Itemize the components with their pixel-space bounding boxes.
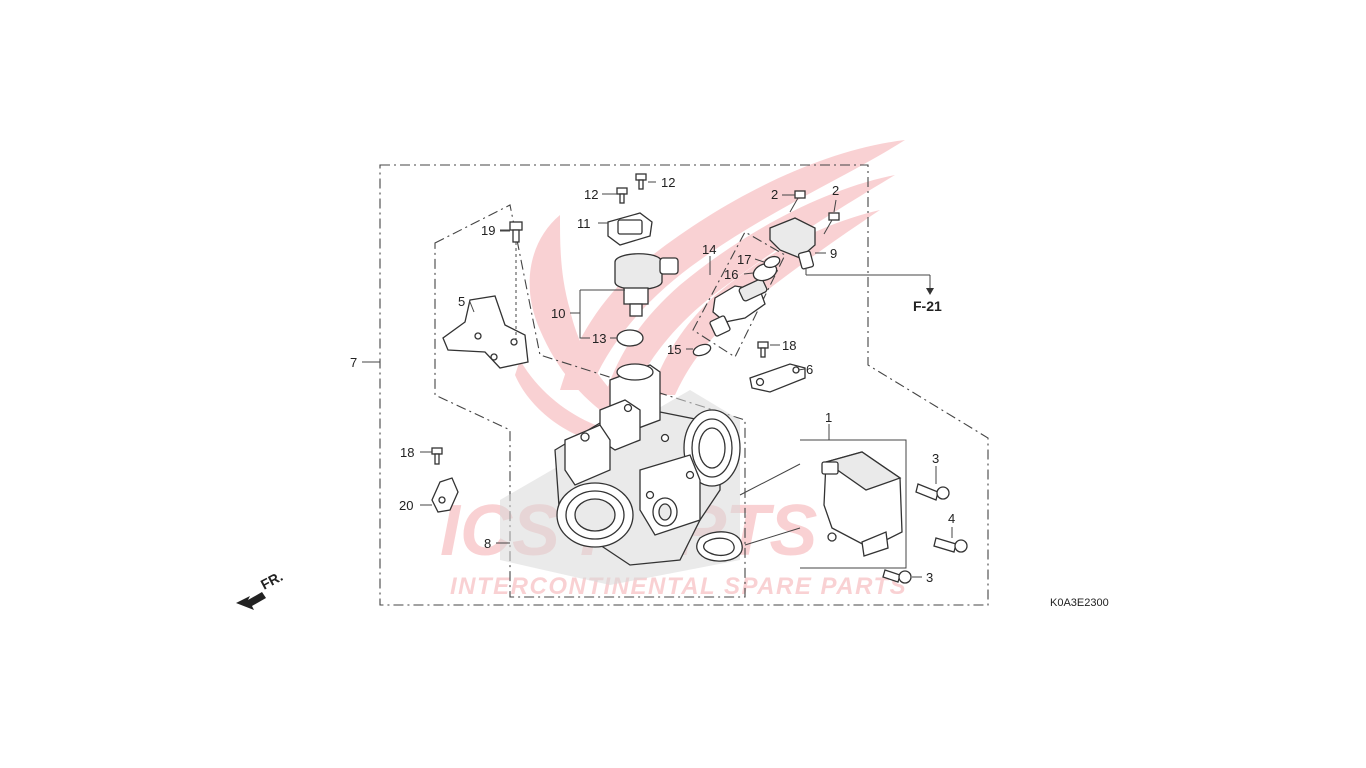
callout-4[interactable]: 4 — [948, 511, 955, 526]
bracket-part-20 — [431, 477, 459, 513]
callout-8[interactable]: 8 — [484, 536, 491, 551]
control-module-part-1 — [821, 451, 903, 557]
watermark-tagline: INTERCONTINENTAL SPARE PARTS — [450, 573, 907, 600]
assembly-outline — [379, 164, 989, 606]
plate-part-6 — [749, 363, 806, 393]
screw-part-18-upper — [757, 341, 769, 358]
callout-3b[interactable]: 3 — [926, 570, 933, 585]
front-direction-arrow: FR. — [236, 568, 285, 610]
callout-12a[interactable]: 12 — [584, 187, 598, 202]
o-ring-part-17 — [763, 255, 781, 269]
callout-18a[interactable]: 18 — [782, 338, 796, 353]
injector-part-14 — [709, 278, 768, 337]
o-ring-part-13 — [616, 329, 644, 347]
callout-labels: 1 2 2 3 3 4 5 6 7 8 9 10 11 12 12 13 14 … — [350, 175, 955, 585]
throttle-body-part — [500, 363, 743, 585]
diagram-code: K0A3E2300 — [1050, 597, 1109, 609]
direction-label: FR. — [258, 568, 285, 593]
gasket-part-11 — [607, 212, 653, 246]
callout-2b[interactable]: 2 — [832, 183, 839, 198]
callout-20[interactable]: 20 — [399, 498, 413, 513]
sensor-part-10 — [614, 253, 679, 317]
callout-6[interactable]: 6 — [806, 362, 813, 377]
bolt-part-3-upper — [915, 483, 950, 501]
screw-part-18-lower — [431, 447, 443, 465]
callout-15[interactable]: 15 — [667, 342, 681, 357]
callout-1[interactable]: 1 — [825, 410, 832, 425]
callout-13[interactable]: 13 — [592, 331, 606, 346]
callout-10[interactable]: 10 — [551, 306, 565, 321]
bolt-part-2-right — [823, 212, 840, 235]
reference-label-f21[interactable]: F-21 — [913, 298, 942, 314]
callout-12b[interactable]: 12 — [661, 175, 675, 190]
o-ring-part-15 — [692, 343, 712, 357]
callout-3a[interactable]: 3 — [932, 451, 939, 466]
bracket-part-5 — [442, 295, 529, 369]
callout-16[interactable]: 16 — [724, 267, 738, 282]
bolt-part-4 — [933, 537, 968, 553]
throttle-body-outline — [434, 204, 746, 598]
callout-9[interactable]: 9 — [830, 246, 837, 261]
callout-17[interactable]: 17 — [737, 252, 751, 267]
callout-19[interactable]: 19 — [481, 223, 495, 238]
watermark-logo — [515, 140, 905, 445]
module-bracket-line — [800, 439, 907, 569]
screw-part-12-left — [616, 187, 628, 204]
leader-lines — [362, 181, 953, 578]
callout-7[interactable]: 7 — [350, 355, 357, 370]
sensor-part-9 — [769, 217, 816, 270]
injector-group-outline — [692, 231, 786, 358]
callout-5[interactable]: 5 — [458, 294, 465, 309]
screw-part-12-right — [635, 173, 647, 190]
bolt-part-19 — [509, 221, 523, 243]
callout-11[interactable]: 11 — [577, 216, 591, 231]
callout-18b[interactable]: 18 — [400, 445, 414, 460]
bolt-part-3-lower — [882, 569, 912, 584]
callout-2a[interactable]: 2 — [771, 187, 778, 202]
callout-14[interactable]: 14 — [702, 242, 716, 257]
